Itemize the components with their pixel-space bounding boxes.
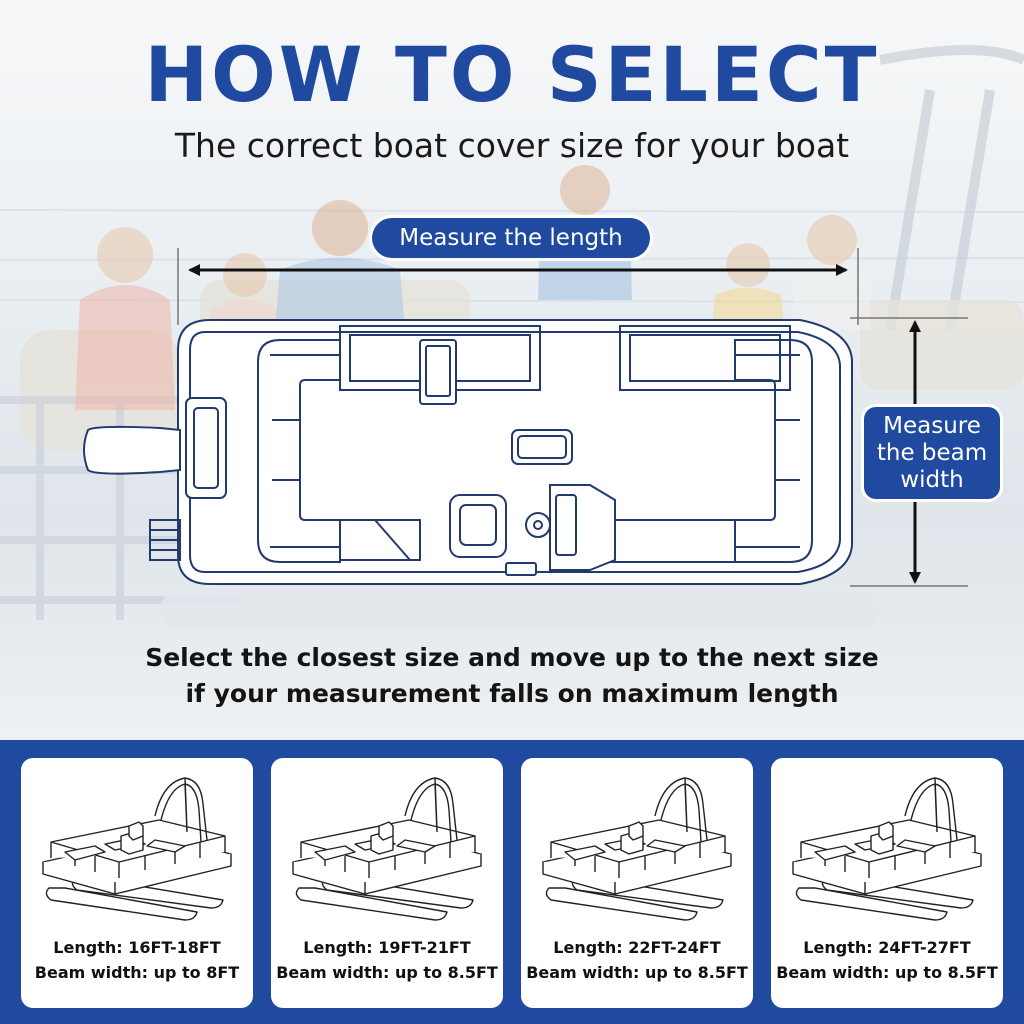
- size-card-3: Length: 22FT-24FT Beam width: up to 8.5F…: [521, 758, 753, 1008]
- size-instructions: Select the closest size and move up to t…: [0, 640, 1024, 712]
- pontoon-boat-icon: [542, 777, 732, 921]
- size-beam-width: Beam width: up to 8.5FT: [776, 963, 998, 982]
- pontoon-boat-icon: [792, 777, 982, 921]
- beam-label-line: Measure: [883, 412, 981, 439]
- size-card-2: Length: 19FT-21FT Beam width: up to 8.5F…: [271, 758, 503, 1008]
- size-length: Length: 22FT-24FT: [553, 938, 721, 957]
- size-length: Length: 24FT-27FT: [803, 938, 971, 957]
- size-card-1: Length: 16FT-18FT Beam width: up to 8FT: [21, 758, 253, 1008]
- faded-people-illustration: [0, 45, 1024, 630]
- page-title: HOW TO SELECT: [144, 30, 880, 119]
- length-arrow: [177, 248, 859, 325]
- size-beam-width: Beam width: up to 8FT: [34, 963, 240, 982]
- pontoon-boat-icon: [42, 777, 232, 921]
- measure-beam-label: Measure the beam width: [864, 407, 1000, 499]
- pontoon-boat-icon: [292, 777, 482, 921]
- beam-label-line: the beam: [876, 439, 988, 466]
- boat-hull: [83, 319, 853, 585]
- size-length: Length: 16FT-18FT: [53, 938, 221, 957]
- background-photo: [0, 0, 1024, 740]
- boat-top-view-diagram: [83, 248, 968, 587]
- instruction-line: Select the closest size and move up to t…: [145, 643, 879, 672]
- size-length: Length: 19FT-21FT: [303, 938, 471, 957]
- size-beam-width: Beam width: up to 8.5FT: [526, 963, 748, 982]
- size-card-4: Length: 24FT-27FT Beam width: up to 8.5F…: [771, 758, 1003, 1008]
- beam-label-line: width: [900, 466, 964, 493]
- size-beam-width: Beam width: up to 8.5FT: [276, 963, 498, 982]
- page-subtitle: The correct boat cover size for your boa…: [174, 126, 850, 165]
- measure-length-label: Measure the length: [372, 218, 650, 258]
- instruction-line: if your measurement falls on maximum len…: [185, 679, 839, 708]
